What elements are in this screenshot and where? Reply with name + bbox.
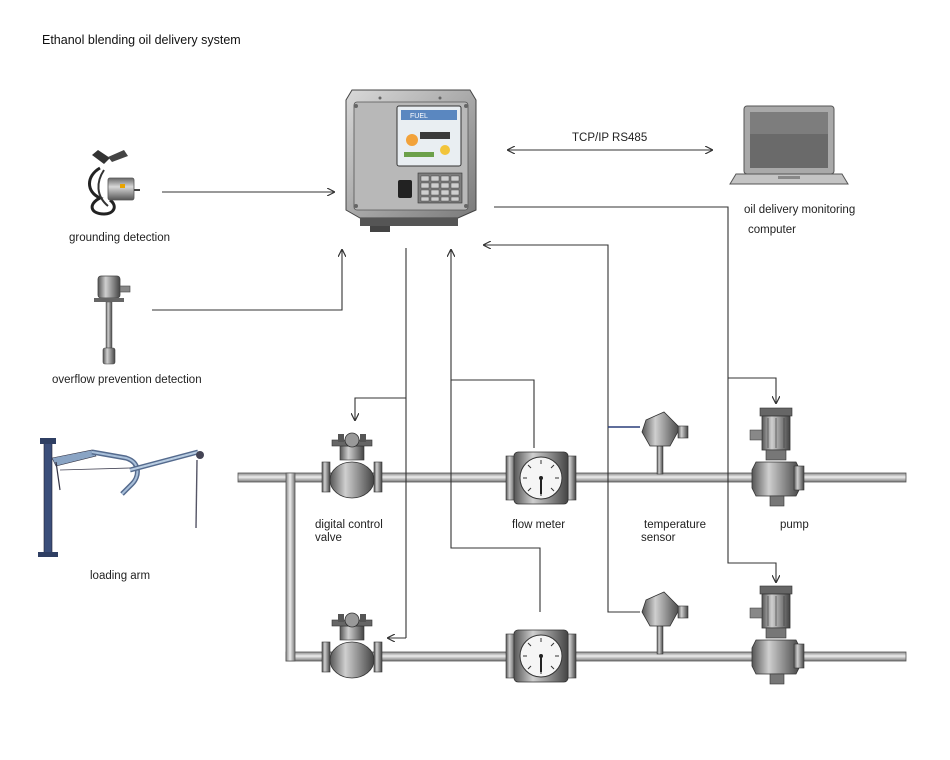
- valve-label-line1: digital control: [315, 519, 383, 531]
- screen-brand-text: FUEL: [410, 113, 428, 120]
- pump-bottom: [749, 585, 805, 685]
- grounding-device: [88, 150, 140, 216]
- diagram-title: Ethanol blending oil delivery system: [42, 33, 241, 47]
- temperature-sensor-bottom: [641, 591, 689, 655]
- pump-label: pump: [780, 519, 809, 531]
- signal-lines: [152, 150, 776, 638]
- flow-meter-label: flow meter: [512, 519, 566, 531]
- controller-unit: FUEL: [345, 89, 477, 232]
- control-valve-bottom: [321, 612, 383, 679]
- flow-meter-bottom-signal-line: [450, 380, 541, 612]
- flow-meter-bottom: [505, 629, 577, 683]
- control-valve-top: [321, 432, 383, 499]
- temperature-label-line2: sensor: [641, 532, 676, 544]
- monitoring-computer: [729, 105, 849, 185]
- controller-to-valve-top-line: [355, 397, 406, 420]
- grounding-label: grounding detection: [69, 232, 171, 244]
- loading-arm: [38, 438, 204, 557]
- temperature-signal-line: [484, 245, 640, 613]
- pump-top: [749, 407, 805, 507]
- controller-to-pump-top-line: [728, 377, 776, 403]
- pipework: [237, 472, 907, 662]
- temperature-sensor-top: [641, 411, 689, 475]
- monitor-label-line2: computer: [748, 224, 796, 236]
- flow-meter-top: [505, 451, 577, 505]
- loading-arm-label: loading arm: [90, 570, 151, 582]
- overflow-label: overflow prevention detection: [52, 374, 202, 386]
- monitor-label-line1: oil delivery monitoring: [744, 204, 856, 216]
- connection-label: TCP/IP RS485: [572, 132, 648, 144]
- overflow-probe: [94, 275, 131, 365]
- valve-label-line2: valve: [315, 532, 342, 544]
- flow-meter-top-signal-line: [451, 250, 535, 448]
- temperature-label-line1: temperature: [644, 519, 707, 531]
- overflow-to-controller-line: [152, 250, 342, 311]
- controller-to-pumps-line: [494, 206, 776, 582]
